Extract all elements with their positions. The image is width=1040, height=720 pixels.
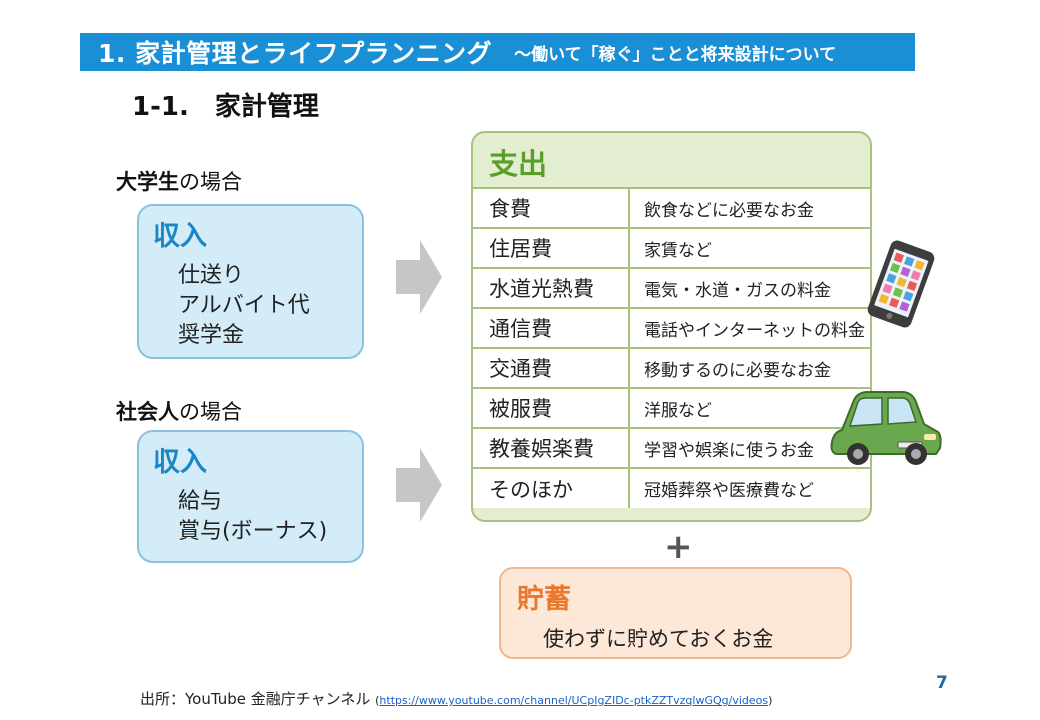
expense-description: 移動するのに必要なお金 — [629, 347, 870, 388]
table-row: そのほか冠婚葬祭や医療費など — [473, 467, 870, 508]
expense-description: 飲食などに必要なお金 — [629, 187, 870, 228]
expense-description: 学習や娯楽に使うお金 — [629, 427, 870, 468]
income-item: 給与 — [178, 489, 223, 514]
case-label-student: 大学生の場合 — [116, 166, 242, 196]
income-item: 賞与(ボーナス) — [178, 519, 328, 544]
page-title: 1. 家計管理とライフプランニング — [98, 39, 493, 68]
expense-description: 家賃など — [629, 227, 870, 268]
page-number: 7 — [936, 673, 948, 693]
income-list: 仕送り アルバイト代 奨学金 — [153, 261, 348, 351]
income-box-worker: 収入 給与 賞与(ボーナス) — [137, 430, 364, 563]
income-title: 収入 — [153, 447, 207, 478]
expense-category: 食費 — [473, 187, 630, 228]
expense-panel: 支出 食費飲食などに必要なお金 住居費家賃など 水道光熱費電気・水道・ガスの料金… — [471, 131, 872, 522]
income-item: 仕送り — [178, 263, 245, 288]
case-label-worker: 社会人の場合 — [116, 396, 242, 426]
section-heading: 1-1. 家計管理 — [132, 92, 319, 122]
arrow-right-icon — [396, 240, 442, 314]
case-label-emphasis: 社会人 — [116, 400, 179, 424]
case-label-suffix: の場合 — [179, 170, 242, 194]
source-paren-open: ( — [375, 694, 380, 707]
table-row: 水道光熱費電気・水道・ガスの料金 — [473, 267, 870, 308]
expense-table: 食費飲食などに必要なお金 住居費家賃など 水道光熱費電気・水道・ガスの料金 通信… — [473, 187, 870, 508]
expense-category: そのほか — [473, 467, 630, 508]
table-row: 住居費家賃など — [473, 227, 870, 268]
case-label-emphasis: 大学生 — [116, 170, 179, 194]
table-row: 教養娯楽費学習や娯楽に使うお金 — [473, 427, 870, 468]
expense-category: 水道光熱費 — [473, 267, 630, 308]
table-row: 食費飲食などに必要なお金 — [473, 187, 870, 228]
expense-description: 冠婚葬祭や医療費など — [629, 467, 870, 508]
expense-category: 住居費 — [473, 227, 630, 268]
source-link[interactable]: https://www.youtube.com/channel/UCpIgZID… — [379, 694, 769, 707]
income-item: 奨学金 — [178, 323, 245, 348]
savings-title: 貯蓄 — [517, 584, 571, 615]
table-row: 通信費電話やインターネットの料金 — [473, 307, 870, 348]
income-title: 収入 — [153, 221, 207, 252]
table-row: 被服費洋服など — [473, 387, 870, 428]
expense-description: 電気・水道・ガスの料金 — [629, 267, 870, 308]
income-item: アルバイト代 — [178, 293, 310, 318]
expense-category: 被服費 — [473, 387, 630, 428]
car-icon — [830, 391, 942, 465]
expense-category: 交通費 — [473, 347, 630, 388]
source-citation: 出所：YouTube 金融庁チャンネル (https://www.youtube… — [140, 688, 772, 709]
case-label-suffix: の場合 — [179, 400, 242, 424]
expense-category: 通信費 — [473, 307, 630, 348]
smartphone-icon — [867, 240, 935, 328]
expense-description: 洋服など — [629, 387, 870, 428]
table-row: 交通費移動するのに必要なお金 — [473, 347, 870, 388]
expense-description: 電話やインターネットの料金 — [629, 307, 870, 348]
page-subtitle: ～働いて「稼ぐ」ことと将来設計について — [514, 44, 837, 65]
savings-box: 貯蓄 使わずに貯めておくお金 — [499, 567, 852, 659]
expense-category: 教養娯楽費 — [473, 427, 630, 468]
plus-sign: + — [664, 527, 693, 567]
source-paren-close: ) — [768, 694, 773, 707]
arrow-right-icon — [396, 448, 442, 522]
income-list: 給与 賞与(ボーナス) — [153, 487, 348, 547]
savings-description: 使わずに貯めておくお金 — [543, 627, 774, 651]
title-bar: 1. 家計管理とライフプランニング ～働いて「稼ぐ」ことと将来設計について — [80, 33, 915, 71]
income-box-student: 収入 仕送り アルバイト代 奨学金 — [137, 204, 364, 359]
source-label: 出所：YouTube 金融庁チャンネル — [140, 690, 371, 708]
expense-title: 支出 — [489, 147, 548, 181]
